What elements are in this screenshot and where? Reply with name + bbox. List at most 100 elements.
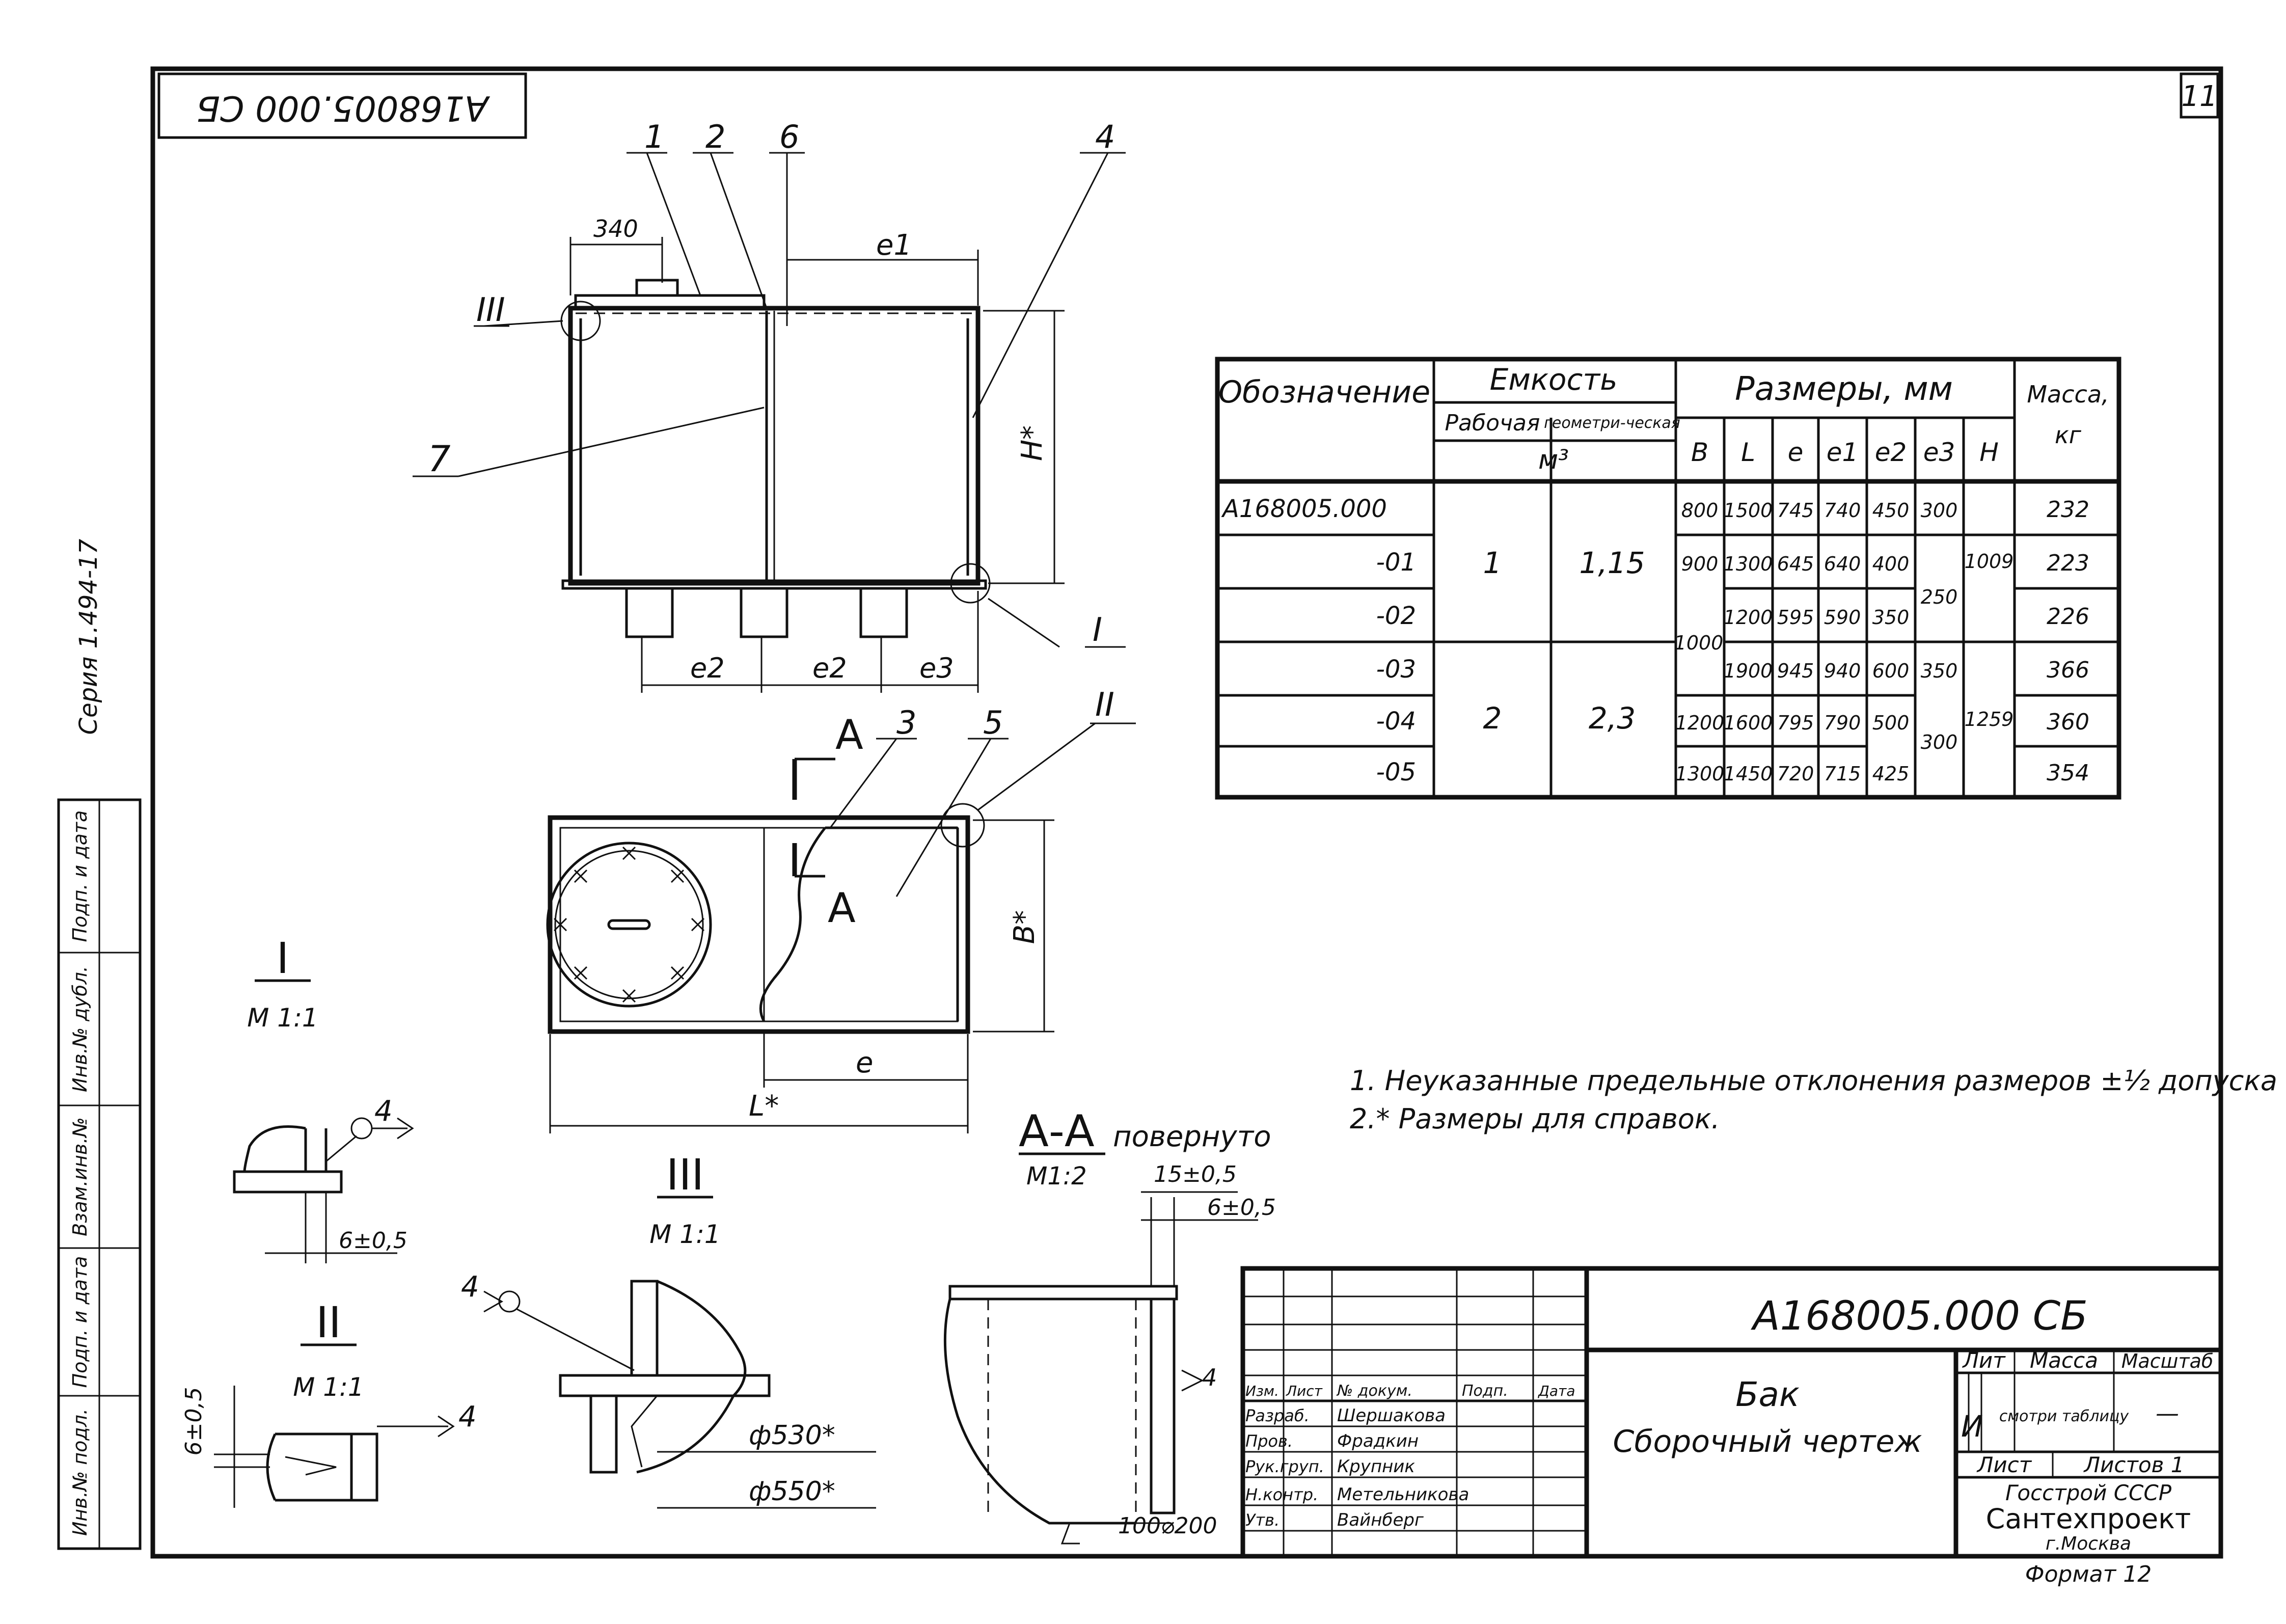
dim-e: e [856,1046,873,1079]
th-mass-unit: кг [2055,421,2082,449]
th-col-e1: e1 [1827,438,1859,467]
callout-III: III [476,291,505,329]
mass-value: смотри таблицу [1999,1408,2129,1425]
table-cell-L: 1200 [1724,606,1773,629]
table-cell-e2: 450 [1872,499,1910,522]
th-col-L: L [1741,438,1755,467]
table-cell-e1: 590 [1824,606,1861,629]
detail-II-dim: 6±0,5 [181,1387,207,1456]
td-working-2: 2 [1483,701,1502,736]
table-cell-designation: -02 [1376,602,1416,630]
sheet-number: 11 [2181,80,2217,113]
detail-I-scale: М 1:1 [247,1003,318,1033]
staff-role: Н.контр. [1245,1485,1318,1504]
table-cell-e: 720 [1777,763,1814,785]
callout-I: I [1093,611,1102,649]
detail-I: I М 1:1 4 6±0,5 [233,933,414,1263]
detail-III-dim-530: ф530* [749,1420,835,1451]
table-cell-B: 900 [1681,553,1719,575]
td-H-1009: 1009 [1965,550,2014,573]
staff-header-1: Лист [1286,1383,1323,1399]
mass-label: Масса [2030,1348,2098,1373]
td-geometric-2: 2,3 [1589,701,1636,736]
detail-III-scale: М 1:1 [649,1220,721,1249]
callout-3: 3 [896,704,916,741]
series-label: Серия 1.494-17 [74,538,103,735]
staff-name: Шершакова [1337,1405,1446,1426]
table-cell-mass: 226 [2047,604,2089,630]
table-cell-e: 945 [1777,660,1814,682]
staff-role: Утв. [1245,1510,1280,1530]
table-cell-B: 1300 [1675,763,1725,785]
table-cell-e2: 500 [1872,712,1910,734]
org-3: г.Москва [2046,1533,2131,1554]
lit-label: Лит [1962,1348,2006,1373]
top-stamp-text: A168005.000 СБ [196,88,490,128]
section-AA-suffix: повернуто [1113,1120,1271,1153]
table-cell-e2: 600 [1872,660,1910,682]
sheet-number-box: 11 [2180,72,2219,119]
detail-III-weld: 4 [461,1270,479,1304]
detail-I-title: I [277,933,289,983]
detail-III-dim-550: ф550* [749,1476,835,1507]
th-sizes: Размеры, мм [1735,370,1953,408]
dim-e1: e1 [876,229,912,262]
th-col-e2: e2 [1875,438,1907,467]
front-view: 1 2 6 4 7 III I 340 e1 H* e2 e2 e3 [413,118,1126,693]
td-working-1: 1 [1483,546,1502,580]
staff-rows: Разраб.ШершаковаПров.ФрадкинРук.груп.Кру… [1245,1405,1469,1530]
staff-header-2: № докум. [1336,1382,1412,1400]
staff-header-4: Дата [1537,1383,1575,1399]
org-2: Сантехпроект [1986,1503,2191,1535]
dim-e2-a: e2 [690,652,725,684]
scale-label: Масштаб [2121,1350,2214,1372]
table-cell-e: 595 [1777,606,1814,629]
table-cell-e: 645 [1777,553,1814,575]
staff-header-3: Подп. [1462,1382,1508,1400]
td-e3-300: 300 [1921,731,1958,753]
th-unit: м³ [1538,445,1569,475]
th-working: Рабочая [1445,410,1540,436]
callout-4: 4 [1095,118,1115,155]
staff-name: Вайнберг [1337,1510,1424,1530]
section-mark-A-bottom: A [828,884,856,932]
table-cell-e1: 640 [1824,553,1861,575]
table-cell-e1: 790 [1824,712,1861,734]
table-cell-e: 795 [1777,712,1814,734]
dim-H: H* [1016,425,1049,461]
notes: 1. Неуказанные предельные отклонения раз… [1350,1065,2286,1135]
detail-II-weld: 4 [458,1400,477,1433]
lit-value: И [1961,1409,1983,1444]
dim-L: L* [749,1090,779,1123]
scale-value: — [2156,1399,2179,1427]
strip-label-4: Инв.№ дубл. [69,966,91,1092]
section-AA: А-А повернуто М1:2 15±0,5 6±0,5 4 100⌀20… [943,1106,1276,1545]
th-geometric: геометри-ческая [1544,414,1680,432]
staff-name: Фрадкин [1337,1431,1419,1451]
staff-name: Метельникова [1337,1484,1469,1505]
table-cell-e3: 300 [1921,499,1958,522]
staff-header-0: Изм. [1245,1383,1279,1399]
td-B-1000: 1000 [1674,632,1724,654]
table-cell-e2: 425 [1872,763,1910,785]
table-cell-designation: -04 [1376,707,1416,736]
detail-I-weld: 4 [374,1095,393,1128]
table-cell-mass: 360 [2047,709,2089,735]
table-cell-designation: А168005.000 [1221,495,1387,523]
note-2: 2.* Размеры для справок. [1350,1103,1720,1135]
dim-340: 340 [593,215,638,242]
table-cell-designation: -05 [1376,758,1416,787]
detail-III-title: III [666,1150,704,1200]
side-strip: Инв.№ подл. Подп. и дата Взам.инв.№ Инв.… [57,798,142,1550]
table-cell-e1: 740 [1824,499,1861,522]
callout-6: 6 [779,118,799,155]
table-cell-L: 1500 [1724,499,1773,522]
plan-view: A A 3 5 II B* e L* [546,686,1136,1133]
title-block: Изм. Лист № докум. Подп. Дата Разраб.Шер… [1240,1266,2223,1559]
spec-table: Обозначение Емкость Рабочая геометри-чес… [1215,357,2121,800]
th-capacity: Емкость [1490,362,1618,397]
section-AA-title: А-А [1019,1106,1095,1157]
section-AA-dim-6: 6±0,5 [1207,1195,1276,1221]
